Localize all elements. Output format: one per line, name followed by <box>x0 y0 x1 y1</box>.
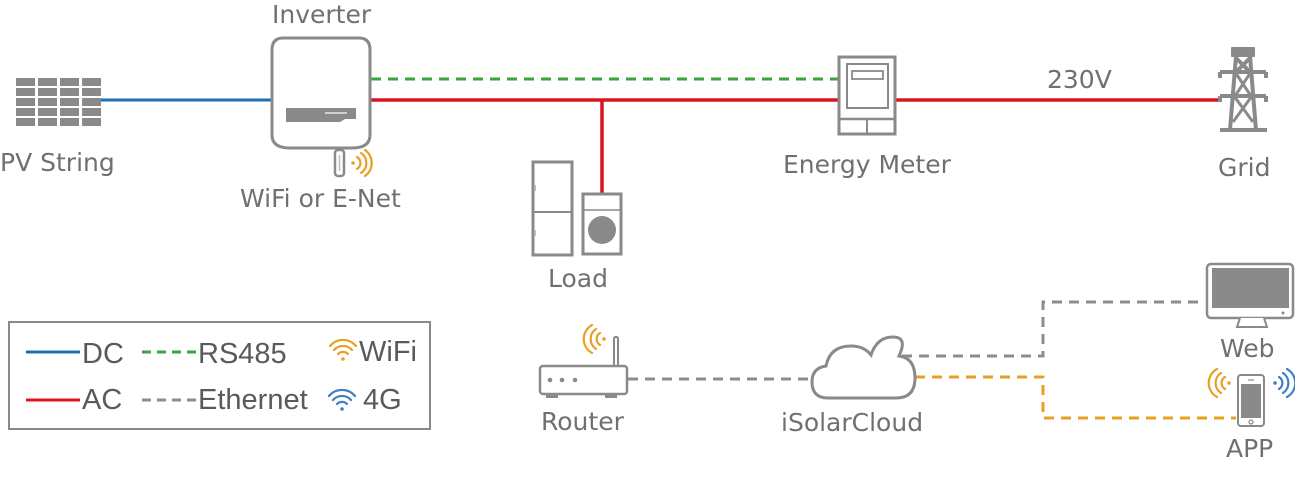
app-label: APP <box>1226 434 1274 463</box>
wifi-module-label: WiFi or E-Net <box>240 184 401 213</box>
legend-ac-label: AC <box>82 384 123 416</box>
inverter-icon <box>270 36 372 150</box>
ethernet-line-cloud-web <box>902 300 1205 358</box>
legend-swatches <box>26 338 358 411</box>
router-wifi-signal-icon <box>582 323 606 355</box>
grid-label: Grid <box>1218 153 1271 182</box>
cloud-label: iSolarCloud <box>781 408 924 437</box>
monitor-icon <box>1205 262 1295 328</box>
voltage-label: 230V <box>1047 65 1112 94</box>
appliance-icon <box>531 160 623 257</box>
meter-icon <box>837 55 897 136</box>
app-4g-signal-icon <box>1273 367 1295 399</box>
legend-wifi-icon <box>328 338 358 361</box>
energy-meter-label: Energy Meter <box>783 150 951 179</box>
wifi-line-cloud-app <box>915 375 1236 420</box>
smartphone-icon <box>1237 374 1265 427</box>
app-wifi-signal-icon <box>1207 367 1231 399</box>
power-tower-icon <box>1218 47 1268 132</box>
load-label: Load <box>548 264 608 293</box>
wifi-dongle-icon <box>333 148 346 178</box>
legend-dc-label: DC <box>82 338 124 370</box>
inverter-label: Inverter <box>272 0 372 29</box>
legend-rs485-label: RS485 <box>198 338 287 370</box>
cloud-icon <box>810 335 917 400</box>
legend-ethernet-label: Ethernet <box>198 384 308 416</box>
pv-string-label: PV String <box>0 148 115 177</box>
solar-panel-icon <box>16 78 101 126</box>
wifi-signal-icon <box>351 148 373 178</box>
legend: DC RS485 WiFi AC Ethernet 4G <box>8 321 431 430</box>
web-label: Web <box>1220 334 1275 363</box>
legend-4g-label: 4G <box>363 384 402 416</box>
legend-4g-icon <box>327 388 357 411</box>
router-label: Router <box>541 407 624 436</box>
router-icon <box>538 336 629 398</box>
legend-wifi-label: WiFi <box>359 336 417 368</box>
